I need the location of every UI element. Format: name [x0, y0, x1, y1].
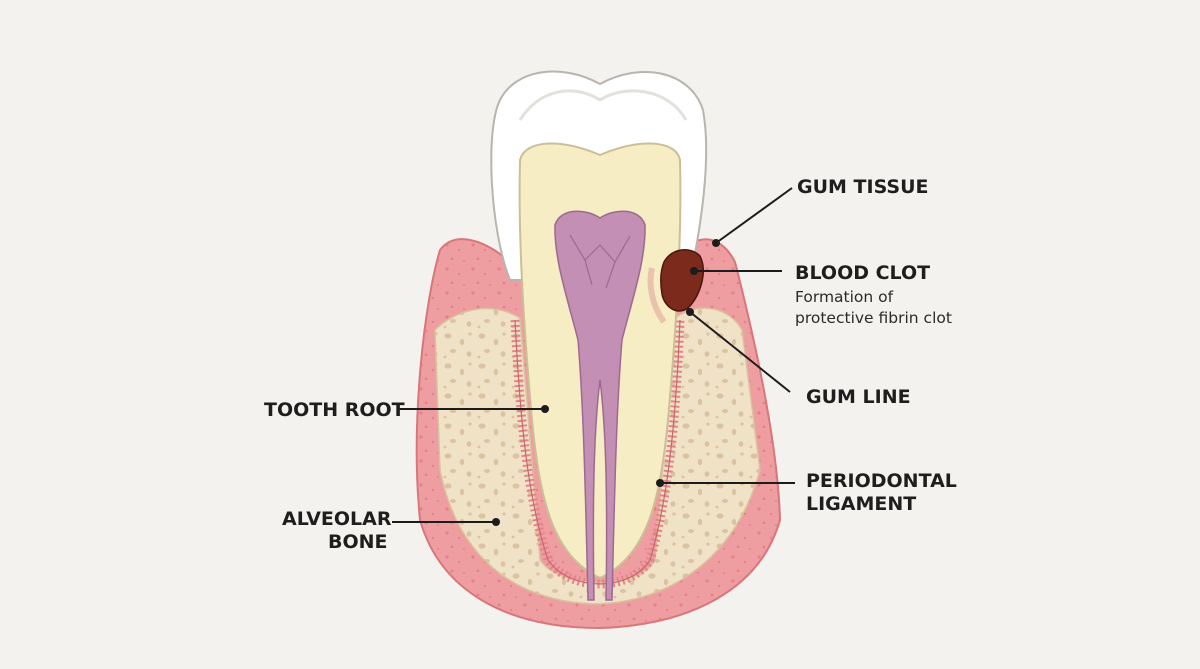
labels: GUM TISSUE BLOOD CLOT Formation of prote… — [264, 176, 957, 553]
leader-lines — [392, 187, 795, 526]
blood-clot — [647, 249, 704, 324]
leader-dot-tooth-root — [541, 405, 549, 413]
leader-dot-alveolar-bone — [492, 518, 500, 526]
leader-dot-gum-tissue — [712, 239, 720, 247]
label-blood-clot-desc-2: protective fibrin clot — [795, 309, 952, 327]
leader-dot-periodontal — [656, 479, 664, 487]
leader-dot-gum-line — [686, 308, 694, 316]
label-periodontal-2: LIGAMENT — [806, 493, 916, 515]
label-gum-tissue: GUM TISSUE — [797, 176, 929, 198]
label-blood-clot: BLOOD CLOT — [795, 262, 930, 284]
label-gum-line: GUM LINE — [806, 386, 911, 408]
label-alveolar-1: ALVEOLAR — [282, 508, 392, 530]
label-blood-clot-desc-1: Formation of — [795, 288, 894, 306]
dental-pulp — [554, 210, 646, 601]
label-tooth-root: TOOTH ROOT — [264, 399, 405, 421]
leader-gum-tissue — [715, 187, 793, 244]
label-periodontal-1: PERIODONTAL — [806, 470, 957, 492]
periodontal-ligament — [510, 319, 685, 589]
leader-gum-line — [689, 311, 791, 393]
label-alveolar-2: BONE — [328, 531, 388, 553]
leader-dot-blood-clot — [690, 267, 698, 275]
